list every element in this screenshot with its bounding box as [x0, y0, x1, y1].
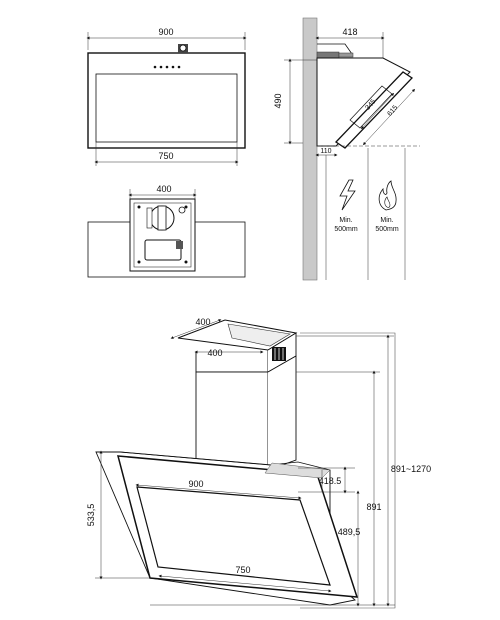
- fan-outlet-icon: [146, 205, 175, 231]
- iso-vent-grille: [272, 347, 286, 361]
- gas-min-label: Min.: [380, 217, 393, 224]
- front-hood-outline: [87, 52, 246, 149]
- side-depth-label: 418: [342, 27, 357, 37]
- side-motor-housing: [338, 52, 354, 58]
- bolt-icon: [137, 205, 141, 209]
- side-hood-body: [316, 57, 411, 147]
- side-diag-long-label: 615: [386, 104, 399, 117]
- bolt-icon: [137, 260, 141, 264]
- front-top-connector: [178, 44, 188, 53]
- top-width-label: 400: [156, 184, 171, 194]
- bolt-icon: [184, 205, 188, 209]
- iso-chimney-depth-label: 400: [195, 317, 210, 327]
- top-chimney-inner: [133, 202, 192, 268]
- iso-chimney-depth-line: [170, 319, 222, 339]
- gas-distance-label: 500mm: [375, 226, 399, 233]
- iso-chimney-width-label: 400: [207, 348, 222, 358]
- bolt-icon: [178, 206, 186, 214]
- electric-stove-icon: [339, 179, 356, 211]
- electric-min-label: Min.: [339, 217, 352, 224]
- iso-glass-height-label: 489,5: [338, 527, 361, 537]
- side-diag-long-line: [362, 88, 416, 146]
- side-view: 418 490 345 615 110 Min.: [273, 17, 420, 281]
- side-cable: [317, 43, 353, 55]
- iso-hood-width-label: 900: [188, 479, 203, 489]
- front-view: 900 750: [86, 27, 247, 166]
- bolt-icon: [184, 260, 188, 264]
- iso-chimney-body: [195, 371, 269, 466]
- iso-height-range-label: 891~1270: [391, 464, 431, 474]
- iso-chimney-body-side: [267, 355, 297, 471]
- front-width-label: 900: [158, 27, 173, 37]
- iso-glass-width-line: [158, 574, 332, 593]
- iso-depth-label: 418.5: [319, 476, 342, 486]
- iso-chimney-bracket: [227, 323, 291, 347]
- motor-box: [144, 239, 182, 261]
- motor-connector: [176, 241, 183, 249]
- top-view: 400: [87, 184, 246, 278]
- front-glass-panel: [95, 73, 238, 143]
- electric-distance-label: 500mm: [334, 226, 358, 233]
- front-inner-width-label: 750: [158, 151, 173, 161]
- side-wall: [302, 17, 318, 281]
- iso-wall-outline: [300, 332, 396, 609]
- iso-hood-top-edge: [119, 451, 331, 471]
- iso-panel-height-label: 533,5: [86, 504, 96, 527]
- side-height-label: 490: [273, 93, 283, 108]
- iso-hood-width-line: [135, 483, 302, 500]
- iso-glass-width-label: 750: [235, 565, 250, 575]
- gas-flame-icon: [378, 180, 397, 211]
- isometric-view: 400 400 900 750 533,5 418.5 891~1270: [86, 317, 431, 609]
- side-offset-label: 110: [320, 148, 331, 155]
- iso-height-min-label: 891: [366, 502, 381, 512]
- control-buttons: [153, 65, 181, 69]
- side-mounting-bracket: [316, 51, 340, 59]
